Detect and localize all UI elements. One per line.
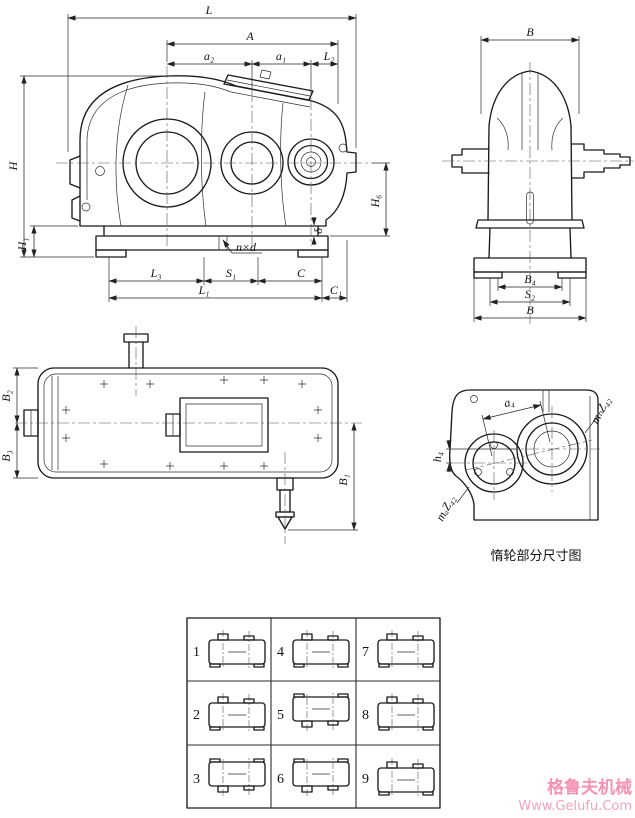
- front-view-linework: [56, 66, 372, 258]
- grid-icons: [208, 629, 435, 797]
- cell-number-1: 1: [193, 645, 200, 660]
- side-view-linework: [442, 62, 634, 324]
- watermark-brand: 格鲁夫机械: [547, 777, 632, 798]
- dim-label-nxd: n×d: [236, 240, 257, 254]
- dim-label-B1: B₁: [336, 474, 350, 486]
- dim-label-L1: L₁: [198, 283, 210, 297]
- mounting-position-grid: 1 2 3 4 5 6 7 8 9: [186, 617, 441, 809]
- dim-label-B3: B₃: [0, 450, 13, 462]
- dim-label-C1: C₁: [330, 283, 342, 297]
- dim-label-H6: H₆: [368, 195, 382, 209]
- top-view: B₂ B₃ B₁: [0, 326, 362, 544]
- dim-label-mz-left: mₐZ₄₂: [433, 493, 458, 524]
- watermark-url: Www.Gelufu.Com: [518, 799, 632, 814]
- dim-label-H: H: [6, 160, 20, 171]
- idler-view-linework: [448, 389, 600, 521]
- dim-label-L: L: [205, 3, 213, 17]
- dim-label-B4: B₄: [524, 272, 536, 286]
- idler-view-caption: 惰轮部分尺寸图: [490, 549, 581, 564]
- dim-label-mz-right: mₙZ₄₂: [588, 394, 614, 426]
- dim-label-B2: B₂: [0, 390, 13, 402]
- dim-label-S1: S₁: [226, 266, 236, 280]
- cell-number-4: 4: [277, 645, 284, 660]
- dim-label-h4: h₄: [430, 452, 444, 462]
- dim-label-a2: a₂: [204, 49, 214, 63]
- front-view-dimensions: L A a₂ a₁ L₂ H H₁ H₆ δ n×d L₃ S₁ C L₁ C₁: [6, 3, 390, 302]
- dim-label-L2: L₂: [323, 49, 335, 63]
- side-view-dimensions: B B₄ S₂ B: [473, 25, 587, 322]
- cell-number-8: 8: [362, 708, 369, 723]
- dim-label-S2: S₂: [525, 287, 535, 301]
- dim-label-B-bottom: B: [526, 303, 534, 317]
- idler-detail-view: a₄ h₄ mₙZ₄₂ mₐZ₄₂ 惰轮部分尺寸图: [430, 389, 614, 564]
- top-view-dimensions: B₂ B₃ B₁: [0, 367, 358, 531]
- dim-label-H1: H₁: [15, 238, 29, 252]
- cell-number-5: 5: [277, 708, 284, 723]
- grid-lines: [186, 617, 441, 809]
- dim-label-A: A: [245, 29, 254, 43]
- watermark: 格鲁夫机械 Www.Gelufu.Com: [518, 777, 632, 814]
- cell-number-7: 7: [362, 645, 369, 660]
- dim-label-B-top: B: [526, 25, 534, 39]
- cell-number-6: 6: [277, 772, 284, 787]
- front-view: L A a₂ a₁ L₂ H H₁ H₆ δ n×d L₃ S₁ C L₁ C₁: [6, 3, 390, 302]
- dim-label-a1: a₁: [276, 49, 286, 63]
- dim-label-a4: a₄: [502, 394, 515, 410]
- top-view-linework: [15, 326, 362, 544]
- cell-number-3: 3: [193, 772, 200, 787]
- dim-label-L3: L₃: [150, 266, 162, 280]
- dim-label-C: C: [297, 266, 306, 280]
- side-view: B B₄ S₂ B: [442, 25, 634, 324]
- dim-label-delta: δ: [311, 228, 325, 234]
- cell-number-9: 9: [362, 772, 369, 787]
- cell-number-2: 2: [193, 708, 200, 723]
- grid-numbers: 1 2 3 4 5 6 7 8 9: [193, 645, 369, 787]
